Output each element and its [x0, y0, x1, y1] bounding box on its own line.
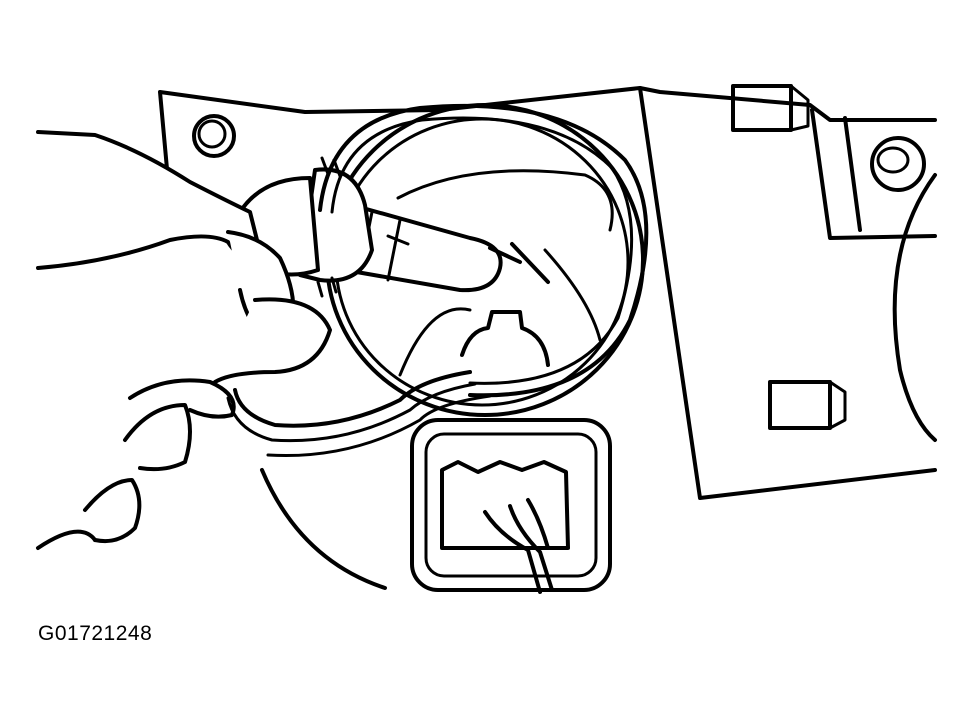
socket-key-notch: [460, 310, 550, 367]
connector-wires: [483, 498, 554, 594]
little-finger: [83, 478, 142, 544]
ring-finger: [123, 403, 192, 472]
mounting-hole-left-inner: [197, 119, 227, 149]
middle-finger: [128, 378, 236, 419]
connector-plug: [440, 460, 570, 550]
mounting-boss-right: [870, 136, 926, 192]
mounting-hole-left: [192, 114, 236, 158]
mounting-boss-right-inner: [876, 146, 910, 174]
wire-loop-outer: [318, 103, 649, 398]
housing-right-edge: [638, 86, 937, 500]
connector-housing-inner: [424, 432, 598, 578]
wire-lower-run-bottom: [266, 394, 492, 458]
reflector-upper-arc: [396, 169, 614, 232]
wire-loop-inner: [330, 116, 634, 385]
bulb-tip: [488, 242, 550, 284]
housing-lower-curve: [260, 468, 387, 590]
wiring-harness: [226, 103, 649, 458]
locating-tab-top: [731, 84, 793, 132]
hand-lower-edge: [36, 529, 97, 550]
harness-connector: [410, 418, 612, 594]
thumb: [213, 297, 332, 384]
reflector-lower-arc: [398, 248, 602, 377]
technician-hand: [36, 130, 332, 550]
lamp-housing: [158, 84, 937, 590]
wire-lower-run: [233, 370, 472, 428]
right-lens-arc: [892, 173, 937, 442]
bulb-glass: [343, 203, 503, 293]
connector-housing-outer: [410, 418, 612, 592]
housing-right-section: [810, 108, 937, 240]
socket-collar-ribs: [316, 156, 342, 298]
housing-outline: [158, 86, 937, 182]
wire-lower-run-inner: [226, 382, 477, 443]
locating-tab-bottom: [768, 380, 832, 430]
locating-tab-top-side: [789, 84, 810, 132]
figure-code: G01721248: [38, 622, 153, 645]
locating-tab-bottom-side: [828, 380, 847, 430]
